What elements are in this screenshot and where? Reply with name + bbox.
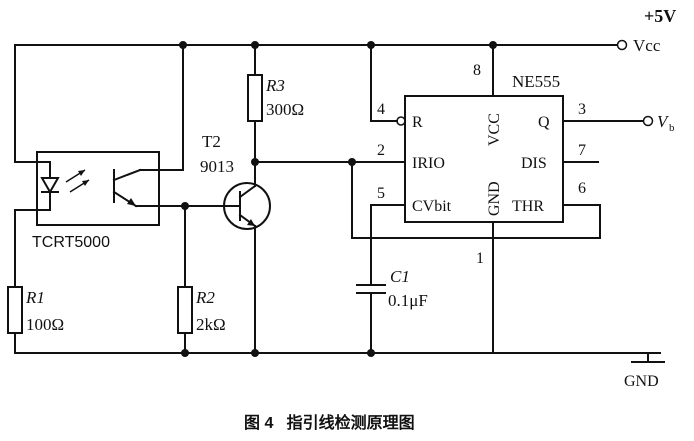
pin7-label: DIS [521,155,547,172]
pin5-label: CVbit [412,198,452,215]
vcc-label: Vcc [633,36,661,55]
pin4-label: R [412,114,423,131]
vb-label: V [657,112,670,131]
pin1-num: 1 [476,250,484,267]
junction-dot [181,349,189,357]
figure-caption: 图 4 指引线检测原理图 [244,413,415,432]
r3-body [247,74,263,122]
junction-dot [367,349,375,357]
led-symbol [40,177,60,195]
r3-value: 300Ω [266,100,304,119]
pin3-label: Q [538,114,550,131]
pin8-label: VCC [486,113,503,146]
phototransistor-collector [112,168,142,182]
pin2-label: IRIO [412,155,445,172]
pin4-bubble [396,116,406,126]
junction-dot [489,41,497,49]
pin2-num: 2 [377,142,385,159]
c1-ref: C1 [390,267,410,286]
r3-ref: R3 [265,76,285,95]
pin6-label: THR [512,198,544,215]
junction-dot [367,41,375,49]
r2-ref: R2 [195,288,215,307]
r1-value: 100Ω [26,315,64,334]
ne555-body [404,95,564,223]
supply-voltage: +5V [644,6,676,26]
pin7-num: 7 [578,142,586,159]
r1-body [7,286,23,334]
t2-part: 9013 [200,157,234,176]
vb-sub: b [669,122,675,134]
sensor-label: TCRT5000 [32,234,110,251]
pin3-num: 3 [578,101,586,118]
pin6-num: 6 [578,180,586,197]
junction-dot [251,158,259,166]
vb-terminal [642,115,654,127]
r1-ref: R1 [25,288,45,307]
t2-ref: T2 [202,132,221,151]
tcrt5000-body [36,151,160,226]
junction-dot [348,158,356,166]
t2-body [223,182,271,230]
r2-value: 2kΩ [196,315,226,334]
vcc-terminal [616,39,628,51]
junction-dot [179,41,187,49]
junction-dot [251,349,259,357]
pin8-num: 8 [473,62,481,79]
c1-value: 0.1μF [388,291,428,310]
t2-collector [238,184,257,199]
gnd-label: GND [624,373,659,390]
pin5-num: 5 [377,185,385,202]
junction-dot [251,41,259,49]
ne555-name: NE555 [512,72,560,91]
pin4-num: 4 [377,101,385,118]
pin1-label: GND [486,181,503,216]
junction-dot [181,202,189,210]
r2-body [177,286,193,334]
